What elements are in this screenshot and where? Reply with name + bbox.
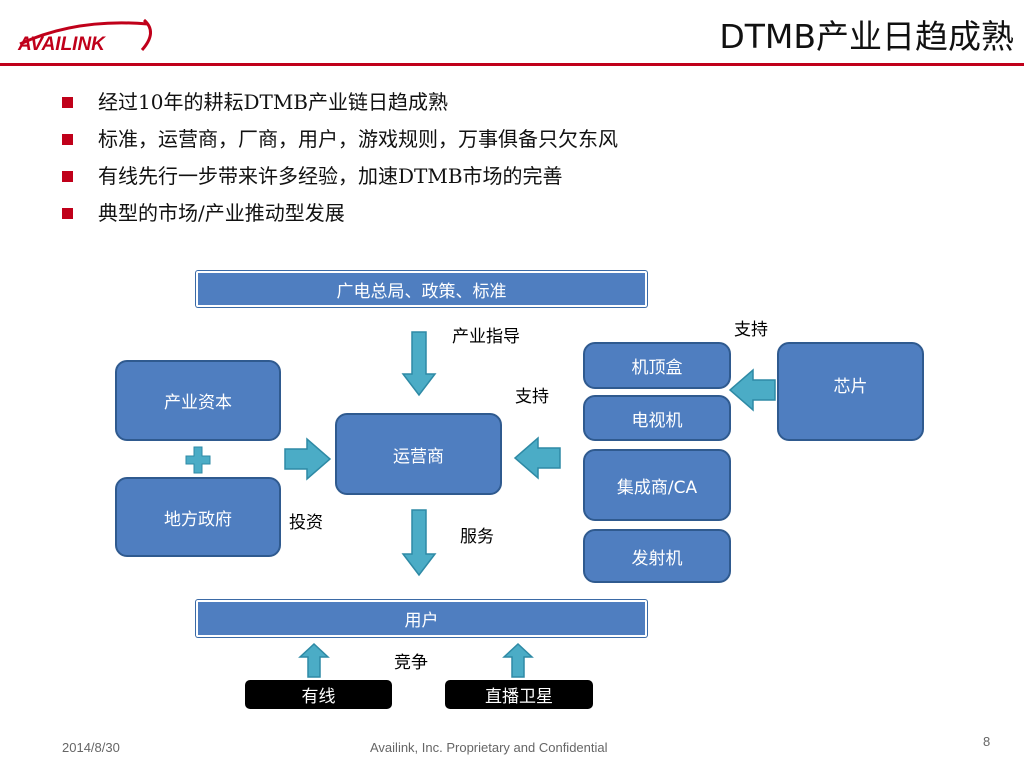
footer-date: 2014/8/30 <box>62 740 120 755</box>
competition-label: 竞争 <box>394 653 428 673</box>
title-divider <box>0 63 1024 66</box>
bullet-item: 标准，运营商，厂商，用户，游戏规则，万事俱备只欠东风 <box>62 123 618 160</box>
down-arrow-icon <box>401 331 437 397</box>
up-arrow-icon <box>502 642 534 678</box>
regulator-bar: 广电总局、政策、标准 <box>196 271 647 307</box>
footer-company: Availink, Inc. Proprietary and Confident… <box>370 740 608 755</box>
down-arrow-icon <box>401 509 437 577</box>
chip-box: 芯片 <box>777 342 924 441</box>
service-label: 服务 <box>460 527 494 547</box>
industry-guidance-label: 产业指导 <box>452 327 520 347</box>
up-arrow-icon <box>298 642 330 678</box>
availink-logo: AVAILINK <box>17 18 152 55</box>
support-label: 支持 <box>734 320 768 340</box>
satellite-box: 直播卫星 <box>445 680 593 709</box>
local-government-box: 地方政府 <box>115 477 281 557</box>
bullet-list: 经过10年的耕耘DTMB产业链日趋成熟 标准，运营商，厂商，用户，游戏规则，万事… <box>62 86 618 234</box>
user-bar: 用户 <box>196 600 647 637</box>
investment-label: 投资 <box>289 513 323 533</box>
bullet-square-icon <box>62 97 73 108</box>
support-label: 支持 <box>515 387 549 407</box>
capital-box: 产业资本 <box>115 360 281 441</box>
cable-box: 有线 <box>245 680 392 709</box>
bullet-square-icon <box>62 134 73 145</box>
bullet-square-icon <box>62 171 73 182</box>
tv-box: 电视机 <box>583 395 731 441</box>
transmitter-box: 发射机 <box>583 529 731 583</box>
page-number: 8 <box>983 734 991 749</box>
bullet-item: 经过10年的耕耘DTMB产业链日趋成熟 <box>62 86 618 123</box>
bullet-item: 典型的市场/产业推动型发展 <box>62 197 618 234</box>
right-arrow-icon <box>284 437 332 481</box>
plus-icon <box>185 446 211 474</box>
bullet-item: 有线先行一步带来许多经验，加速DTMB市场的完善 <box>62 160 618 197</box>
slide-title: DTMB产业日趋成熟 <box>719 17 1014 56</box>
left-arrow-icon <box>513 436 561 480</box>
svg-text:AVAILINK: AVAILINK <box>17 34 106 55</box>
bullet-square-icon <box>62 208 73 219</box>
integrator-ca-box: 集成商/CA <box>583 449 731 521</box>
set-top-box-box: 机顶盒 <box>583 342 731 389</box>
operator-box: 运营商 <box>335 413 502 495</box>
left-arrow-icon <box>728 368 776 412</box>
